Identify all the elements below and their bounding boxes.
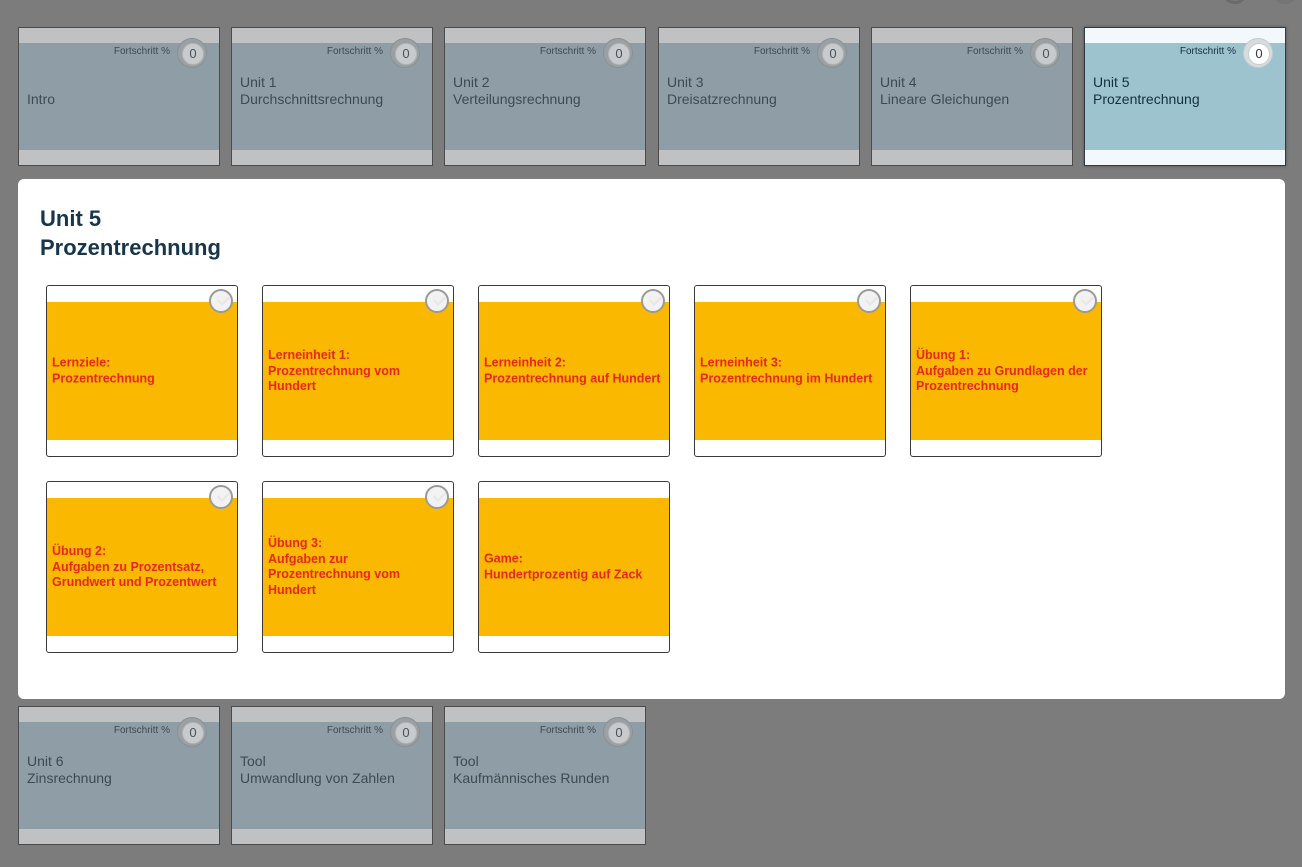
progress-value: 0 [822,43,844,65]
unit-title: Unit 5 Prozentrechnung [1093,74,1200,107]
progress-value: 0 [1248,43,1270,65]
unit-detail-title-line1: Unit 5 [40,206,102,231]
lesson-card-heading: Übung 2: [52,543,107,558]
unit-title: Intro [27,91,56,107]
lesson-card-heading: Lerneinheit 1: [268,347,350,362]
progress-value: 0 [395,43,417,65]
progress-label: Fortschritt % [113,46,170,57]
unit-tile-tool-umwandlung[interactable]: Fortschritt % 0 Tool Umwandlung von Zahl… [231,706,433,845]
unit-detail-title-line2: Prozentrechnung [40,235,221,260]
lesson-card-heading: Übung 1: [916,347,971,362]
unit-tile-unit-3[interactable]: Fortschritt % 0 Unit 3 Dreisatzrechnung [658,27,860,166]
top-edge-circle [1272,0,1298,4]
progress-badge: 0 [603,717,633,747]
progress-badge: 0 [603,38,633,68]
unit-title: Tool Umwandlung von Zahlen [240,753,395,786]
completion-check-icon [857,289,881,313]
lesson-card-subtitle: Prozentrechnung [52,371,155,385]
progress-label: Fortschritt % [753,46,810,57]
unit-tile-unit-2[interactable]: Fortschritt % 0 Unit 2 Verteilungsrechnu… [444,27,646,166]
progress-badge: 0 [177,717,207,747]
progress-value: 0 [182,722,204,744]
unit-title: Unit 2 Verteilungsrechnung [453,74,581,107]
lesson-card-lerneinheit-2[interactable]: Lerneinheit 2: Prozentrechnung auf Hunde… [478,285,670,457]
unit-tile-unit-5[interactable]: Fortschritt % 0 Unit 5 Prozentrechnung [1084,27,1286,166]
unit-title: Unit 6 Zinsrechnung [27,753,112,786]
completion-check-icon [209,289,233,313]
progress-value: 0 [608,43,630,65]
unit-title: Unit 1 Durchschnittsrechnung [240,74,384,107]
lesson-card-game[interactable]: Game: Hundertprozentig auf Zack [478,481,670,653]
completion-check-icon [425,289,449,313]
progress-label: Fortschritt % [326,725,383,736]
progress-value: 0 [608,722,630,744]
progress-badge: 0 [1243,38,1273,68]
progress-label: Fortschritt % [966,46,1023,57]
lesson-card-subtitle: Aufgaben zu Prozentsatz, Grundwert und P… [52,559,217,589]
unit-detail-title: Unit 5 Prozentrechnung [40,204,221,262]
completion-check-icon [425,485,449,509]
lesson-card-uebung-3[interactable]: Übung 3: Aufgaben zur Prozentrechnung vo… [262,481,454,653]
lesson-card-heading: Game: [484,551,523,566]
unit-detail-panel: Unit 5 Prozentrechnung Lernziele: Prozen… [18,179,1285,699]
lesson-card-uebung-2[interactable]: Übung 2: Aufgaben zu Prozentsatz, Grundw… [46,481,238,653]
completion-check-icon [641,289,665,313]
progress-badge: 0 [177,38,207,68]
unit-title: Unit 4 Lineare Gleichungen [880,74,1010,107]
progress-badge: 0 [817,38,847,68]
completion-check-icon [209,485,233,509]
lesson-card-lernziele[interactable]: Lernziele: Prozentrechnung [46,285,238,457]
lesson-card-subtitle: Aufgaben zur Prozentrechnung vom Hundert [268,551,400,597]
lesson-card-uebung-1[interactable]: Übung 1: Aufgaben zu Grundlagen der Proz… [910,285,1102,457]
progress-label: Fortschritt % [113,725,170,736]
lesson-card-heading: Lerneinheit 2: [484,355,566,370]
completion-check-icon [1073,289,1097,313]
unit-title: Unit 3 Dreisatzrechnung [667,74,777,107]
progress-value: 0 [1035,43,1057,65]
unit-tile-unit-4[interactable]: Fortschritt % 0 Unit 4 Lineare Gleichung… [871,27,1073,166]
progress-badge: 0 [390,38,420,68]
lesson-card-lerneinheit-3[interactable]: Lerneinheit 3: Prozentrechnung im Hunder… [694,285,886,457]
lesson-card-heading: Übung 3: [268,536,323,550]
lesson-card-lerneinheit-1[interactable]: Lerneinheit 1: Prozentrechnung vom Hunde… [262,285,454,457]
progress-label: Fortschritt % [539,46,596,57]
progress-label: Fortschritt % [326,46,383,57]
progress-value: 0 [395,722,417,744]
progress-label: Fortschritt % [1179,46,1236,57]
unit-tile-unit-1[interactable]: Fortschritt % 0 Unit 1 Durchschnittsrech… [231,27,433,166]
lesson-card-subtitle: Prozentrechnung auf Hundert [484,371,661,385]
lesson-card-heading: Lerneinheit 3: [700,355,782,370]
progress-badge: 0 [390,717,420,747]
top-edge-circle [1222,0,1248,4]
lesson-card-heading: Lernziele: [52,355,111,370]
unit-tile-tool-runden[interactable]: Fortschritt % 0 Tool Kaufmännisches Rund… [444,706,646,845]
unit-tile-unit-6[interactable]: Fortschritt % 0 Unit 6 Zinsrechnung [18,706,220,845]
progress-value: 0 [182,43,204,65]
progress-badge: 0 [1030,38,1060,68]
lesson-card-subtitle: Prozentrechnung vom Hundert [268,363,400,393]
lesson-card-subtitle: Hundertprozentig auf Zack [484,567,643,581]
lesson-card-subtitle: Aufgaben zu Grundlagen der Prozentrechnu… [916,363,1088,393]
lesson-card-subtitle: Prozentrechnung im Hundert [700,371,873,385]
progress-label: Fortschritt % [539,725,596,736]
unit-tile-intro[interactable]: Fortschritt % 0 Intro [18,27,220,166]
unit-title: Tool Kaufmännisches Runden [453,753,610,786]
